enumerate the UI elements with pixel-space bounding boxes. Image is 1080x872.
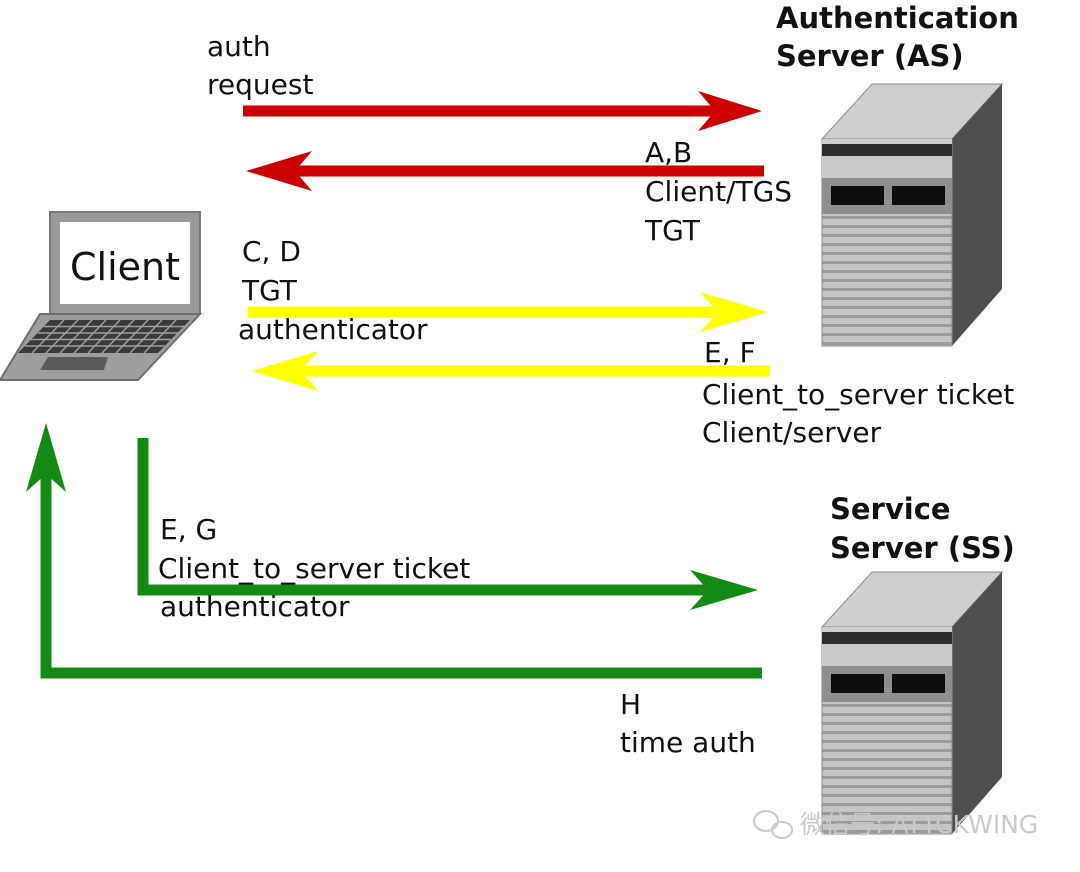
label-ab-line3: TGT (644, 214, 701, 247)
laptop-screen (60, 222, 190, 304)
label-ab-line2: Client/TGS (645, 175, 792, 208)
auth-server-icon (821, 83, 1003, 347)
label-eg: E, G Client_to_server ticket authenticat… (158, 513, 470, 623)
label-cd-line1: C, D (242, 235, 301, 268)
auth-server-title-line2: Server (AS) (776, 39, 964, 73)
label-auth-request-line1: auth (207, 30, 271, 63)
arrow-auth-request (243, 91, 762, 131)
label-cd: C, D TGT authenticator (238, 235, 428, 346)
client-laptop: Client (0, 211, 203, 381)
arrow-ab (246, 151, 764, 191)
label-eg-line2: Client_to_server ticket (158, 552, 470, 585)
label-cd-line2: TGT (241, 274, 298, 307)
label-ab-line1: A,B (645, 136, 692, 169)
label-auth-request-line2: request (207, 68, 313, 101)
label-h-line2: time auth (620, 726, 756, 759)
arrow-eg (137, 438, 758, 610)
label-ef-line1: E, F (704, 336, 756, 369)
wechat-icon (753, 810, 793, 839)
label-ef-line3: Client/server (702, 416, 882, 449)
label-eg-line3: authenticator (160, 590, 350, 623)
label-auth-request: auth request (207, 30, 313, 101)
arrow-cd (248, 292, 768, 332)
label-ef-line2: Client_to_server ticket (702, 378, 1014, 411)
client-label: Client (70, 245, 180, 289)
arrow-h (26, 423, 762, 679)
watermark-text: 微信号: ATTCKWING (800, 810, 1038, 839)
laptop-touchpad (40, 357, 108, 370)
service-server-title-line1: Service (830, 492, 951, 526)
auth-server: Authentication Server (AS) (776, 1, 1019, 347)
label-ef: E, F Client_to_server ticket Client/serv… (702, 336, 1014, 449)
service-server: Service Server (SS) (821, 492, 1015, 835)
label-h-line1: H (620, 688, 641, 721)
auth-server-title-line1: Authentication (776, 1, 1019, 35)
service-server-icon (821, 571, 1003, 835)
label-ab: A,B Client/TGS TGT (644, 136, 792, 247)
arrow-ef (252, 351, 770, 391)
label-h: H time auth (620, 688, 756, 759)
label-eg-line1: E, G (160, 513, 217, 546)
watermark: 微信号: ATTCKWING (753, 810, 1038, 839)
label-cd-line3: authenticator (238, 313, 428, 346)
laptop-keys (18, 319, 190, 370)
service-server-title-line2: Server (SS) (830, 531, 1015, 565)
